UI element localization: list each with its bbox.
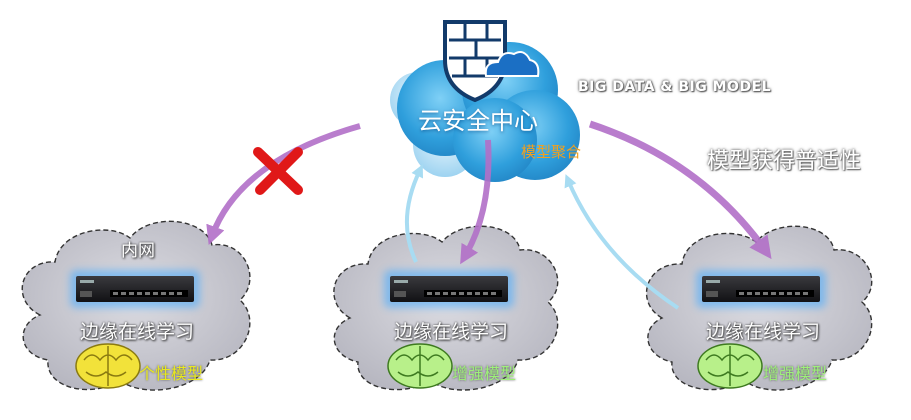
arrow-upload-middle xyxy=(405,164,424,263)
cloud-security-center xyxy=(390,42,580,182)
edge-label-left: 边缘在线学习 xyxy=(80,321,195,343)
edge-device-left xyxy=(70,270,200,308)
edge-cloud-middle xyxy=(333,225,559,391)
edge-cloud-right xyxy=(645,225,873,391)
firewall-cloud-icon xyxy=(443,20,540,103)
center-title: 云安全中心 xyxy=(418,107,538,135)
arrow-upload-right xyxy=(564,174,680,310)
aggregation-label: 模型聚合 xyxy=(521,143,582,161)
blocked-x-icon xyxy=(253,147,303,195)
arrow-model-down-middle xyxy=(460,139,492,265)
model-label-middle: 增强模型 xyxy=(452,364,517,383)
edge-label-middle: 边缘在线学习 xyxy=(394,321,509,343)
lan-label: 内网 xyxy=(121,241,155,261)
arrow-blocked-to-lan xyxy=(206,123,361,246)
edge-label-right: 边缘在线学习 xyxy=(706,321,821,343)
brain-icon-right xyxy=(697,343,763,389)
edge-device-right xyxy=(696,270,826,308)
edge-device-middle xyxy=(384,270,514,308)
banner-title: BIG DATA & BIG MODEL xyxy=(578,79,772,95)
model-label-right: 增强模型 xyxy=(763,364,828,383)
brain-icon-left xyxy=(75,343,141,389)
brain-icon-middle xyxy=(387,343,453,389)
model-label-left: 个性模型 xyxy=(139,364,204,383)
generalization-note: 模型获得普适性 xyxy=(707,149,862,174)
arrow-model-down-right xyxy=(588,120,772,260)
